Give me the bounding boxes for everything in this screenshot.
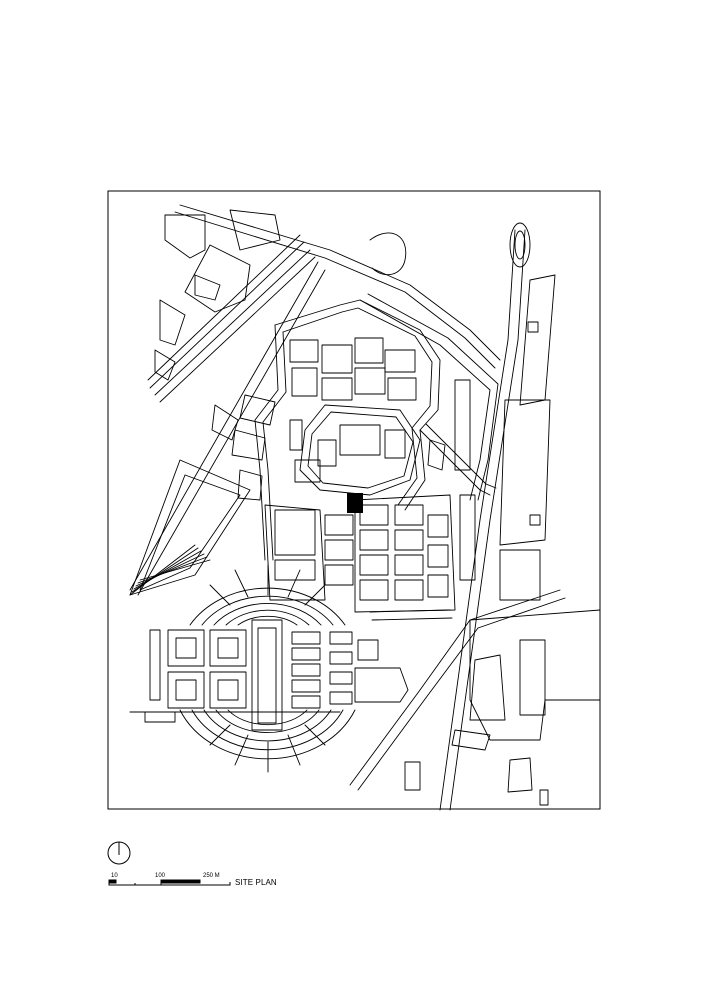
map-frame: [107, 190, 601, 810]
site-plan-label: SITE PLAN: [235, 878, 277, 887]
north-arrow-icon: [107, 841, 131, 865]
project-building-highlight: [347, 493, 363, 513]
scale-bar: [108, 879, 231, 886]
scale-tick-10: 10: [111, 873, 118, 879]
scale-tick-250: 250 M: [203, 873, 220, 879]
scale-tick-100: 100: [155, 873, 166, 879]
street-network: [129, 204, 601, 811]
